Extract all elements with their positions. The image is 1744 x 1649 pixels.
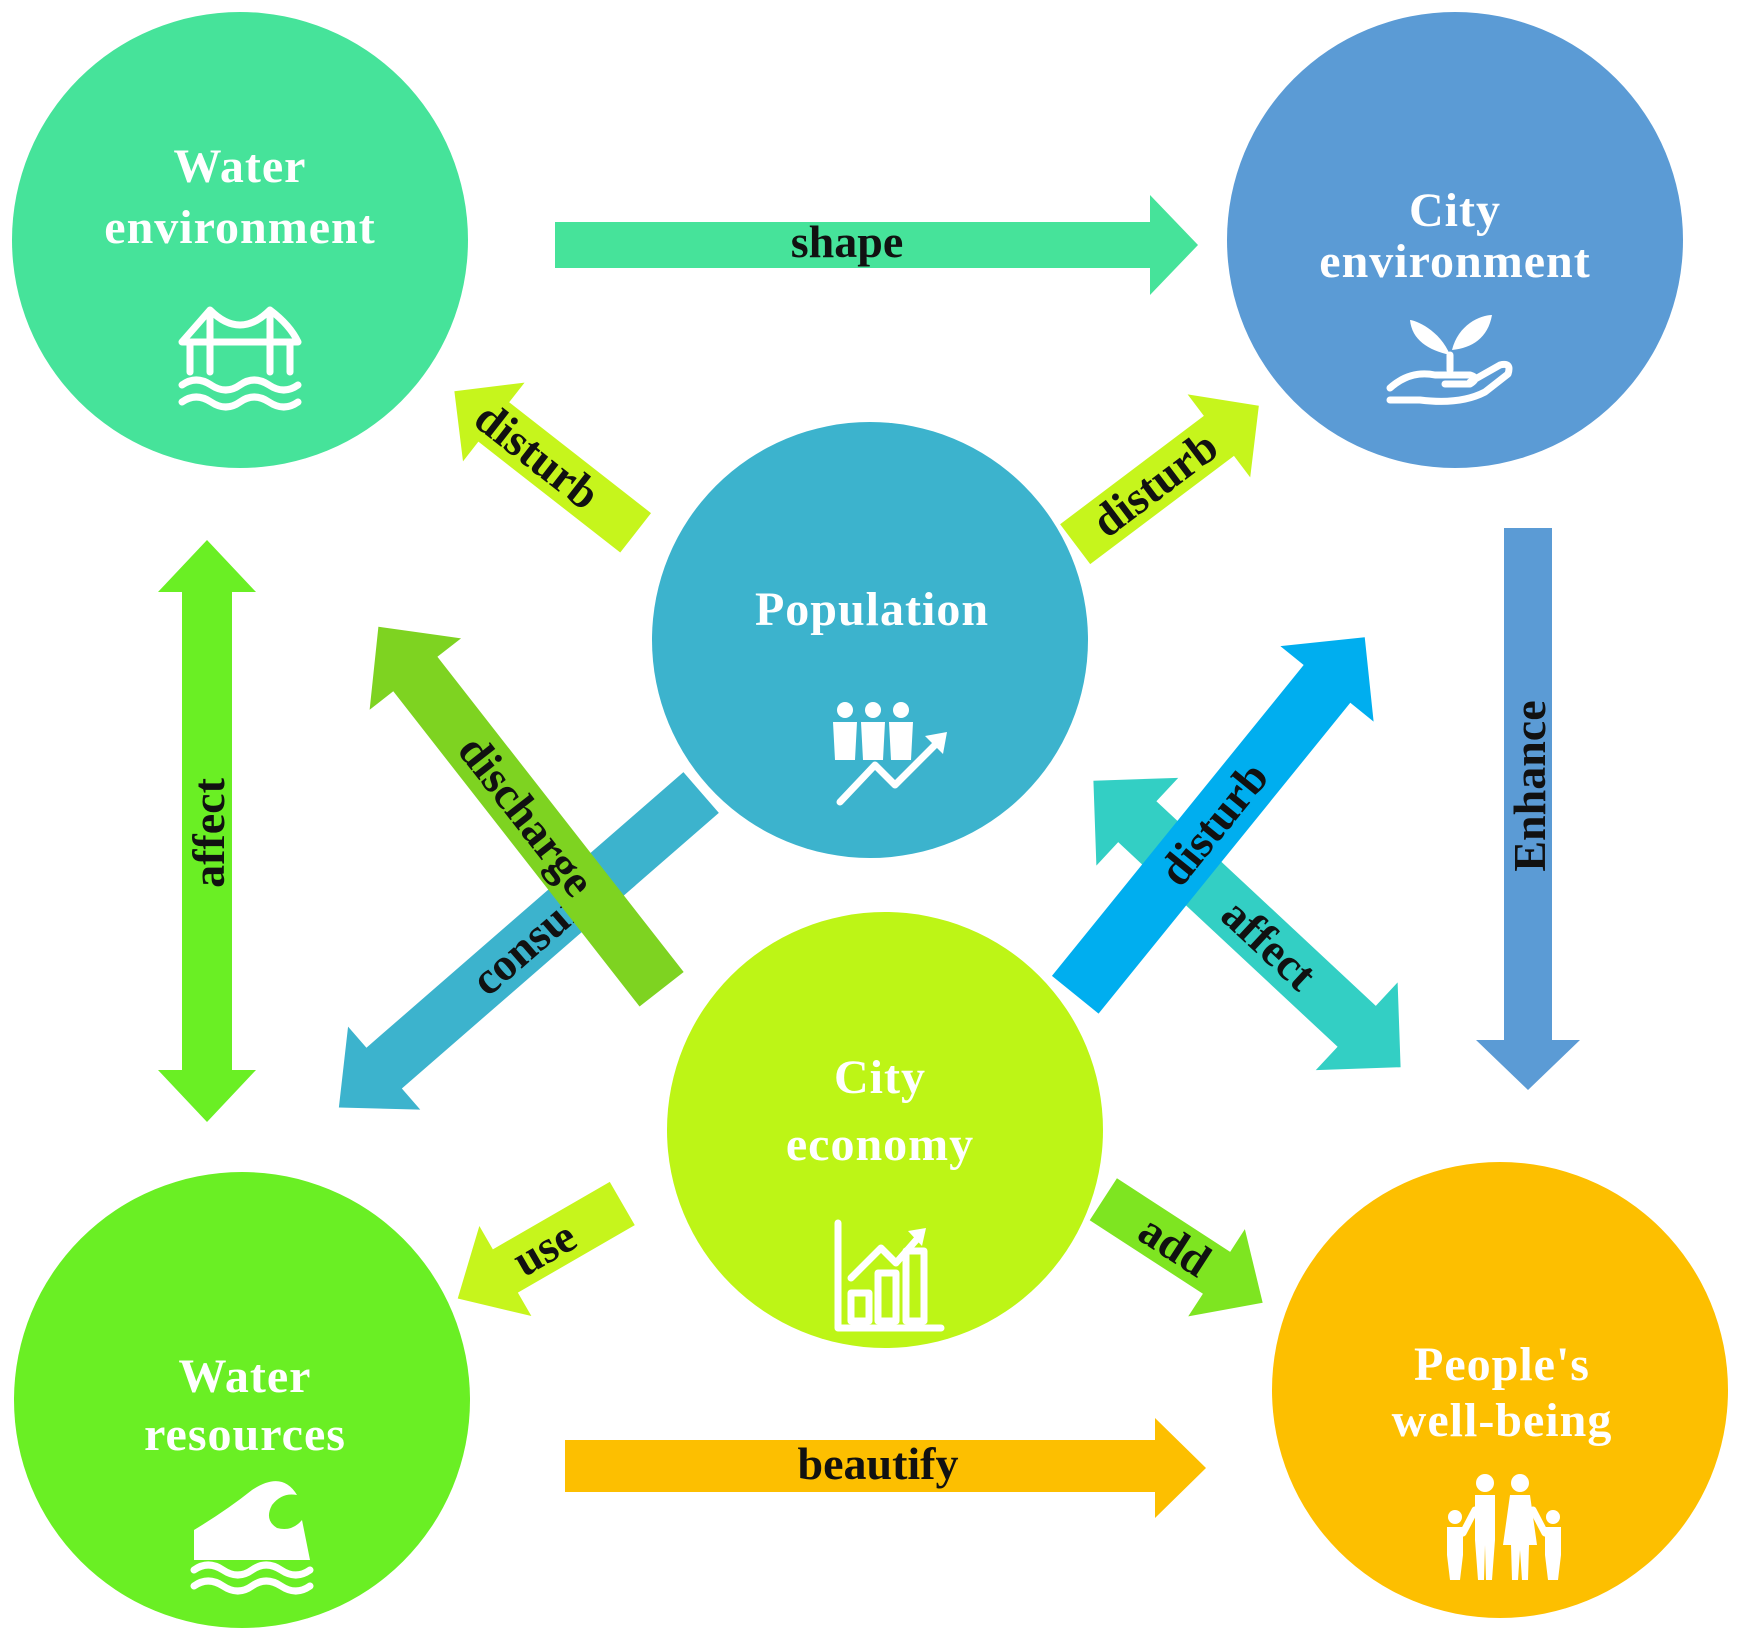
arrow-discharge-label: discharge xyxy=(448,725,605,905)
node-water-environment: Water environment xyxy=(12,12,468,468)
arrow-affect-left-label: affect xyxy=(183,777,234,887)
people-growth-icon xyxy=(833,702,947,806)
node-peoples-wellbeing-line1: People's xyxy=(1414,1338,1590,1391)
arrow-disturb-top-left: disturb xyxy=(454,382,652,553)
arrow-shape-body xyxy=(555,195,1198,295)
node-water-resources-line1: Water xyxy=(179,1350,312,1403)
arrow-use-body xyxy=(457,1181,635,1317)
arrow-enhance-body xyxy=(1476,528,1580,1090)
node-water-resources-line2: resources xyxy=(144,1408,346,1461)
arrow-disturb-top-right-body xyxy=(1060,394,1259,565)
arrow-disturb-top-left-body xyxy=(454,382,652,553)
node-water-environment-line1: Water xyxy=(174,140,307,193)
arrow-add-body xyxy=(1089,1178,1263,1317)
node-city-environment-line2: environment xyxy=(1319,235,1590,288)
arrow-disturb-top-right: disturb xyxy=(1060,394,1259,565)
arrow-use: use xyxy=(457,1181,635,1317)
node-population: Population xyxy=(652,422,1088,858)
node-peoples-wellbeing-line2: well-being xyxy=(1392,1394,1613,1447)
wave-icon xyxy=(190,1481,314,1595)
node-city-economy-line2: economy xyxy=(786,1118,974,1171)
arrow-affect-left-body xyxy=(158,540,256,1122)
node-city-economy: City economy xyxy=(667,912,1103,1348)
arrow-beautify: beautify xyxy=(565,1418,1206,1518)
arrow-disturb-top-right-label: disturb xyxy=(1082,420,1227,547)
node-city-economy-line1: City xyxy=(834,1051,926,1104)
bar-chart-growth-icon xyxy=(834,1219,945,1332)
arrow-shape-label: shape xyxy=(791,216,903,267)
arrow-enhance-label: Enhance xyxy=(1504,700,1555,871)
arrow-affect-left: affect xyxy=(158,540,256,1122)
node-water-resources-circle xyxy=(14,1172,470,1628)
arrow-beautify-body xyxy=(565,1418,1206,1518)
arrow-discharge-body xyxy=(369,626,684,1007)
arrow-disturb-diag-body xyxy=(1051,637,1374,1014)
node-water-environment-line2: environment xyxy=(104,201,375,254)
node-water-resources: Water resources xyxy=(14,1172,470,1628)
arrow-add: add xyxy=(1089,1178,1263,1317)
hand-sprout-icon xyxy=(1386,315,1513,405)
family-icon xyxy=(1447,1474,1561,1580)
arrow-beautify-label: beautify xyxy=(798,1438,959,1489)
bridge-water-icon xyxy=(178,306,302,411)
node-water-environment-circle xyxy=(12,12,468,468)
node-peoples-wellbeing-circle xyxy=(1272,1162,1728,1618)
node-city-environment-line1: City xyxy=(1409,184,1501,237)
node-city-environment: City environment xyxy=(1227,12,1683,468)
node-population-title: Population xyxy=(755,583,989,636)
node-population-circle xyxy=(652,422,1088,858)
arrow-enhance: Enhance xyxy=(1476,528,1580,1090)
arrow-disturb-top-left-label: disturb xyxy=(465,391,609,519)
arrow-consume-body xyxy=(338,772,719,1110)
node-city-environment-circle xyxy=(1227,12,1683,468)
node-city-economy-circle xyxy=(667,912,1103,1348)
arrow-shape: shape xyxy=(555,195,1198,295)
node-peoples-wellbeing: People's well-being xyxy=(1272,1162,1728,1618)
